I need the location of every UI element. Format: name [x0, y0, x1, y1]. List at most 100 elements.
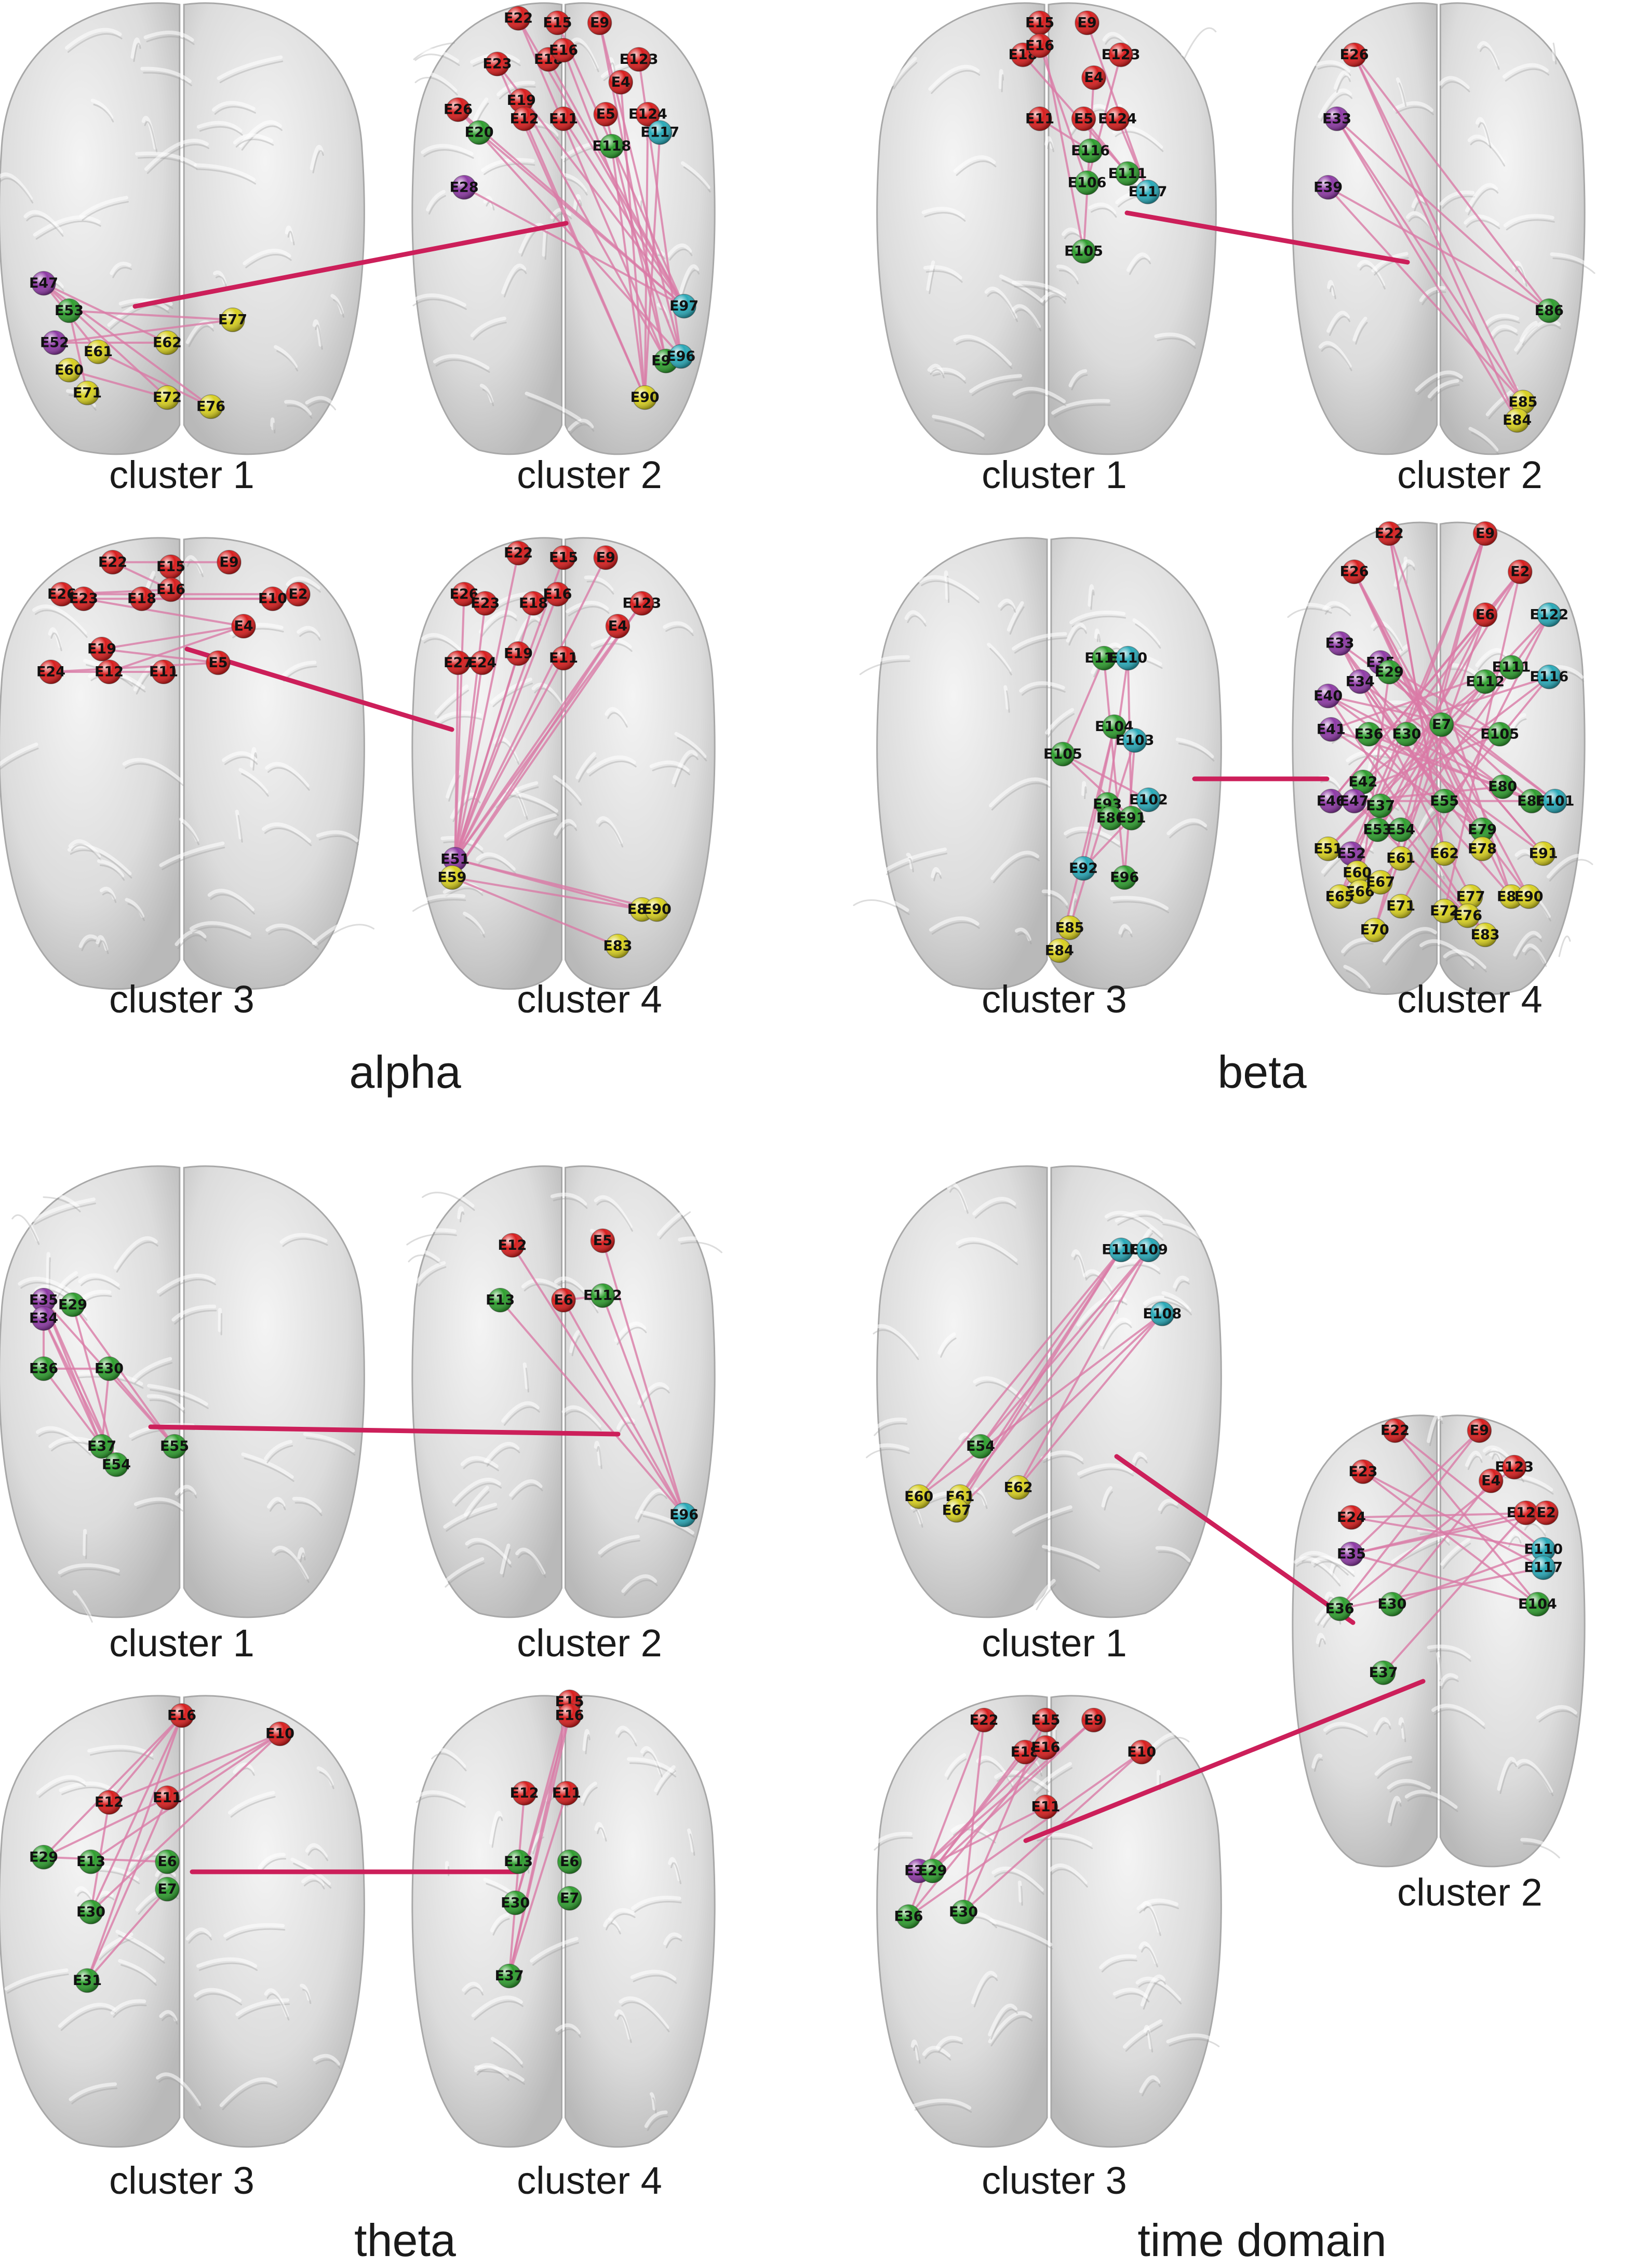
connection-edge — [1039, 22, 1085, 252]
electrode-E19: E19 — [87, 637, 116, 662]
electrode-label: E19 — [504, 645, 533, 662]
connection-edge — [50, 662, 219, 673]
electrode-label: E102 — [1129, 792, 1168, 808]
electrode-label: E91 — [1529, 846, 1558, 862]
electrode-label: E54 — [102, 1456, 131, 1473]
connection-edge — [562, 50, 682, 357]
electrode-E23: E23 — [1348, 1459, 1377, 1484]
electrode-label: E11 — [549, 650, 578, 666]
electrode-label: E9 — [219, 554, 238, 570]
connection-edge — [1336, 118, 1524, 403]
electrode-label: E84 — [1503, 412, 1532, 428]
electrode-label: E62 — [1430, 846, 1459, 862]
electrode-label: E11 — [552, 1785, 581, 1801]
electrode-label: E71 — [73, 385, 102, 401]
electrode-label: E123 — [1102, 47, 1141, 63]
electrode-E5: E5 — [1071, 106, 1096, 131]
electrode-E13: E13 — [504, 1849, 533, 1874]
hemisphere-right — [1439, 2, 1586, 455]
cluster-link — [1023, 1679, 1426, 1843]
electrode-label: E96 — [669, 1507, 699, 1523]
electrode-E36: E36 — [29, 1356, 58, 1381]
connection-edge — [1379, 662, 1545, 855]
electrode-label: E16 — [156, 582, 185, 598]
electrode-E11: E11 — [549, 645, 578, 671]
connection-edge — [508, 1793, 526, 1976]
electrode-E2: E2 — [1534, 1500, 1559, 1526]
electrode-E13: E13 — [486, 1288, 515, 1313]
connection-edge — [1383, 1512, 1527, 1673]
connection-edge — [1353, 54, 1524, 403]
electrode-E52: E52 — [40, 330, 69, 355]
hemisphere-right — [564, 1165, 716, 1618]
electrode-label: E108 — [1143, 1306, 1182, 1322]
hemisphere-left — [876, 1165, 1048, 1618]
connection-edge — [90, 1733, 281, 1913]
connection-edge — [932, 1719, 1095, 1872]
electrode-label: E53 — [1363, 822, 1392, 838]
electrode-label: E110 — [1102, 1242, 1141, 1258]
electrode-label: E60 — [1343, 865, 1372, 881]
electrode-label: E7 — [1432, 717, 1451, 733]
electrode-E22: E22 — [1380, 1418, 1410, 1443]
connection-edge — [101, 1368, 110, 1447]
electrode-label: E26 — [450, 586, 479, 602]
electrode-E30: E30 — [95, 1356, 124, 1381]
cluster-label: cluster 3 — [109, 2159, 254, 2202]
hemisphere-left — [876, 2, 1045, 455]
connection-edge — [962, 1720, 985, 1912]
electrode-label: E11 — [149, 664, 178, 680]
connection-edge — [918, 1249, 1122, 1497]
electrode-label: E16 — [543, 586, 572, 602]
electrode-label: E12 — [510, 111, 539, 127]
electrode-label: E70 — [1360, 922, 1389, 938]
connection-edge — [1379, 676, 1550, 807]
electrode-E16: E16 — [1031, 1735, 1060, 1760]
electrode-E47: E47 — [1340, 789, 1369, 814]
electrode-E12: E12 — [510, 1780, 539, 1806]
electrode-E34: E34 — [29, 1306, 58, 1331]
connection-edge — [956, 1313, 1163, 1511]
electrode-label: E34 — [29, 1311, 58, 1327]
brain-2-1 — [404, 1165, 722, 1618]
electrode-E86: E86 — [1517, 789, 1546, 814]
electrode-E9: E9 — [593, 545, 618, 570]
electrode-E11: E11 — [1025, 106, 1054, 131]
connection-edge — [101, 648, 219, 664]
electrode-E71: E71 — [73, 381, 102, 406]
electrode-label: E12 — [95, 664, 124, 680]
connection-edge — [86, 1715, 183, 1981]
electrode-E67: E67 — [1366, 870, 1395, 895]
electrode-E22: E22 — [504, 6, 533, 31]
electrode-label: E12 — [510, 1785, 539, 1801]
electrode-label: E30 — [501, 1895, 530, 1911]
electrode-label: E124 — [1098, 111, 1137, 127]
electrode-label: E2 — [1537, 1505, 1556, 1521]
connection-edge — [457, 109, 682, 357]
cluster-link — [184, 646, 454, 732]
electrode-E122: E122 — [1530, 602, 1568, 627]
electrode-E34: E34 — [1346, 669, 1375, 694]
connection-edge — [83, 598, 244, 627]
electrode-E31: E31 — [73, 1968, 102, 1993]
electrode-E106: E106 — [1068, 170, 1106, 195]
electrode-label: E37 — [1366, 798, 1395, 814]
electrode-label: E105 — [1043, 746, 1082, 762]
electrode-label: E6 — [560, 1854, 579, 1870]
electrode-label: E15 — [549, 550, 578, 566]
hemisphere-right — [1050, 537, 1222, 990]
electrode-E53: E53 — [1363, 817, 1392, 842]
electrode-E23: E23 — [471, 591, 500, 616]
electrode-E9: E9 — [1472, 521, 1498, 546]
electrode-label: E96 — [1110, 870, 1139, 886]
electrode-label: E35 — [1337, 1546, 1366, 1562]
electrode-label: E22 — [1375, 525, 1404, 542]
electrode-E11: E11 — [549, 106, 578, 131]
electrode-label: E4 — [608, 618, 627, 634]
connection-edge — [643, 132, 661, 398]
electrode-label: E22 — [504, 545, 533, 561]
connection-edge — [1336, 118, 1550, 312]
electrode-label: E117 — [640, 125, 679, 141]
electrode-E24: E24 — [36, 659, 65, 684]
connection-edge — [1400, 614, 1550, 907]
